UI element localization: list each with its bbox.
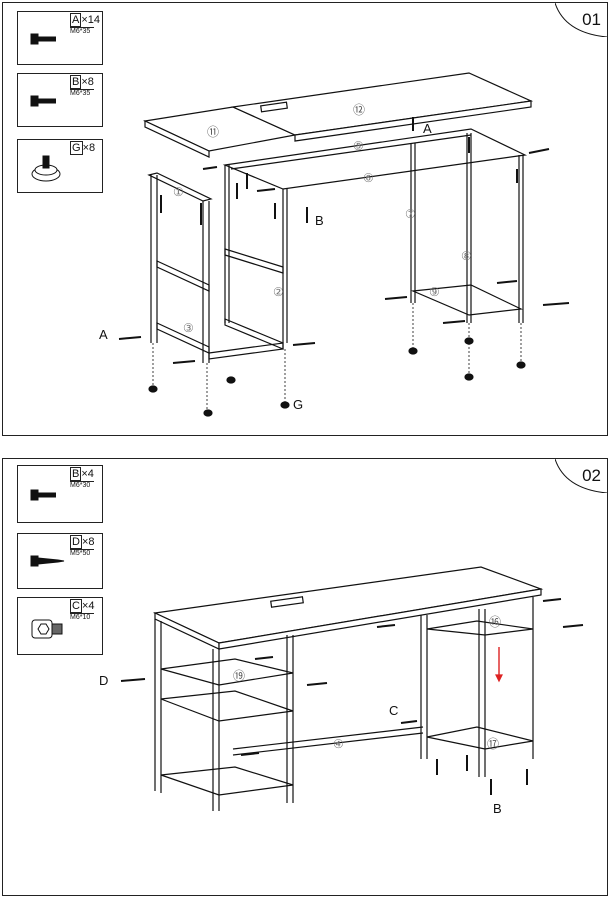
hardware-a-spec: M6*35: [70, 27, 95, 36]
part-7-label: ⑦: [405, 207, 416, 221]
part-2-label: ②: [273, 285, 284, 299]
hardware-g-label: G×8: [70, 141, 96, 155]
part-3-label: ③: [183, 321, 194, 335]
part-5-label: ⑤: [353, 139, 364, 153]
callout-c: C: [389, 703, 399, 718]
step-01-illustration: [118, 72, 570, 417]
step-01-panel: A×14 M6*35 B×8 M6*35 G×8 01 A B A G ① ② …: [2, 2, 608, 436]
part-17-label: ⑰: [487, 737, 500, 751]
hardware-a-label: A×14: [70, 13, 101, 27]
part-1-label: ①: [173, 185, 184, 199]
part-6-label: ⑥: [363, 171, 374, 185]
hardware-b2-label: B×4: [70, 467, 94, 481]
hardware-d-spec: M5*50: [70, 549, 95, 558]
bolt-icon: [30, 489, 56, 501]
hardware-d-box: D×8 M5*50: [17, 533, 103, 589]
callout-a-top: A: [423, 121, 432, 136]
part-4-label: ④: [333, 737, 344, 751]
callout-d: D: [99, 673, 109, 688]
hardware-b-label: B×8: [70, 75, 94, 89]
hardware-b-box: B×8 M6*35: [17, 73, 103, 127]
main-frame-top: [222, 128, 528, 190]
hardware-b2-box: B×4 M6*30: [17, 465, 103, 523]
hardware-c-label: C×4: [70, 599, 95, 613]
bolt-icon: [30, 33, 56, 45]
callout-g: G: [293, 397, 304, 412]
hardware-g-box: G×8: [17, 139, 103, 193]
bolt-icon: [30, 95, 56, 107]
hardware-d-label: D×8: [70, 535, 95, 549]
step-02-number-badge: 02: [555, 459, 607, 493]
callout-b2: B: [493, 801, 502, 816]
part-8-label: ⑧: [461, 249, 472, 263]
part-16-label: ⑯: [489, 615, 502, 629]
part-11-label: ⑪: [207, 125, 220, 139]
part-19-label: ⑲: [233, 669, 246, 683]
hardware-b2-spec: M6*30: [70, 481, 95, 490]
hardware-b-spec: M6*35: [70, 89, 95, 98]
step-02-illustration: [120, 566, 584, 811]
part-9-label: ⑨: [429, 285, 440, 299]
leveling-foot-icon: [31, 155, 61, 182]
hardware-a-box: A×14 M6*35: [17, 11, 103, 65]
hardware-c-spec: M6*10: [70, 613, 95, 622]
callout-b: B: [315, 213, 324, 228]
wood-screw-icon: [30, 555, 65, 567]
hex-socket-bolt-icon: [31, 619, 63, 639]
hardware-c-box: C×4 M6*10: [17, 597, 103, 655]
step-01-number-badge: 01: [555, 3, 607, 37]
callout-a-left: A: [99, 327, 108, 342]
step-02-panel: B×4 M6*30 D×8 M5*50 C×4 M6*10 02 D C B ④…: [2, 458, 608, 896]
part-12-label: ⑫: [353, 103, 366, 117]
